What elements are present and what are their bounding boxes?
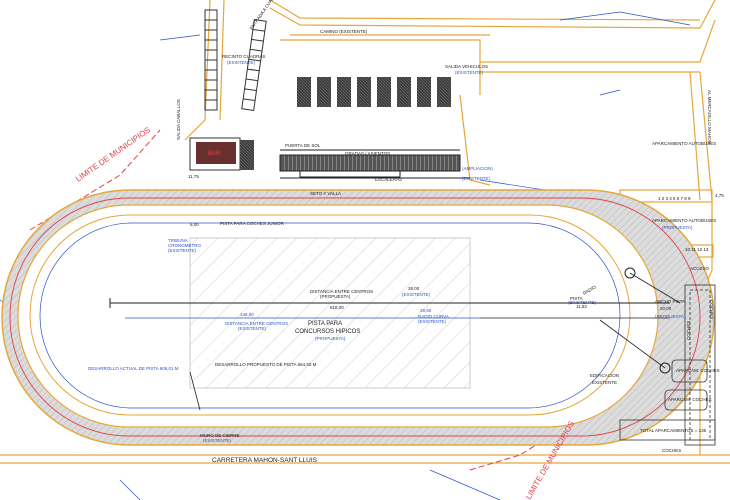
edificacion-label-1: EDIFICACION (590, 373, 619, 378)
ancho-pista-label: ANCHO PISTA (655, 299, 685, 304)
numbers-row: 1 2 3 4 5 6 7 8 9 (658, 196, 691, 201)
radio-curva-label: RADIO CURVA (418, 314, 449, 319)
radio-number: 11,82 (576, 304, 587, 309)
desarrollo-propuesto-label: DESARROLLO PROPUESTO DE PISTA 664,50 M (215, 362, 317, 367)
sewer-label: 4,75 (715, 193, 724, 198)
numbers-row-2: 10 11 12 13 (685, 247, 709, 252)
recinto-cuadras-sub: (EXISTENTE) (227, 60, 256, 65)
tribuna-sub2-label: (EXISTENTE) (168, 248, 197, 253)
distancia-propuesta-sub: (PROPUESTA) (320, 294, 351, 299)
radio-label: RADIO (582, 284, 597, 296)
tribuna-sub-label: CRONOMETRO (168, 243, 201, 248)
distancia-propuesta-label: DISTANCIA ENTRE CENTROS (310, 289, 373, 294)
distancia-existente-value: 148,00 (240, 312, 254, 317)
escaleras-label: ESCALERAS (375, 177, 402, 182)
muro-cierre-label: MURO DE CIERRE (200, 433, 240, 438)
small-value-1: 11,75 (188, 174, 199, 179)
pista-coches-label: PISTA PARA COCHES JUNIOR (220, 221, 285, 226)
v-label-right: AL MERCADILLO MAHON (707, 90, 712, 144)
distancia-existente-sub: (EXISTENTE) (238, 326, 267, 331)
radio-existente: (EXISTENTE) (402, 292, 431, 297)
grandstand (279, 149, 470, 179)
aparcamiento-autobuses-2: APARCAMIENTO AUTOBUSES (652, 218, 716, 223)
muro-cierre-sub: (EXISTENTE) (203, 438, 232, 443)
aparcamiento-autobuses-1: APARCAMIENTO AUTOBUSES (652, 141, 716, 146)
radio-curva-existente: (EXISTENTE) (418, 319, 447, 324)
propuesta-right-label: (PROPUESTA) (655, 314, 686, 319)
entrada-cuadras-label: ENTRADA A CUADRAS (249, 0, 281, 31)
acceso-label: ACCESO (690, 266, 710, 271)
ampliacion-label: (AMPLIACION) (462, 166, 493, 171)
radio-prop-value: 29,60 (420, 308, 432, 313)
gradas-label: GRADAS / ASIENTOS (345, 151, 390, 156)
coches-bottom-label: COCHES (662, 448, 681, 453)
road-network (0, 0, 730, 464)
salida-caballos-label: SALIDA CABALLOS (176, 99, 181, 140)
coches-label-1: COCHES (709, 300, 714, 319)
stable-buildings (297, 77, 451, 107)
racetrack (1, 189, 715, 446)
tribuna-label: TRIBUNA (168, 238, 188, 243)
salida-vehiculos-label: SALIDA VEHICULOS (445, 64, 488, 69)
pista-label: PISTA (570, 296, 583, 301)
existente-small-label: (EXISTENTE) (462, 176, 491, 181)
bar-building (189, 137, 254, 171)
carretera-label: CARRETERA MAHON-SANT LLUIS (212, 457, 318, 464)
pista-label-sub: (EXISTENTE) (568, 300, 597, 305)
pista-concursos-2: CONCURSOS HIPICOS (295, 329, 360, 335)
small-value-2: 6,00 (190, 222, 199, 227)
camino-label: CAMINO (EXISTENTE) (320, 29, 368, 34)
ancho-pista-value: 20,00 (660, 306, 672, 311)
coches-label-2: COCHES (686, 321, 691, 340)
edificacion-label-2: EXISTENTE (592, 380, 617, 385)
total-aparcamientos-label: TOTAL APARCAMIENTOS = 136 (640, 428, 707, 433)
aparcam-coches-label-2: APARCAM. COCHES (668, 397, 712, 402)
limite-municipios-label: LIMITE DE MUNICIPIOS (74, 125, 152, 183)
pista-concursos-3: (PROPUESTA) (315, 336, 346, 341)
desarrollo-actual-label: DESARROLLO ACTUAL DE PISTA 605,01 M (88, 366, 179, 371)
recinto-cuadras-label: RECINTO CUADRAS (222, 54, 265, 59)
seto-valla-label: SETO Y VALLA (310, 191, 341, 196)
bar-label: BAR (208, 151, 221, 157)
distancia-propuesta-value: 818,00 (330, 305, 344, 310)
parking-strips (204, 9, 267, 111)
propuesta-bus-label: (PROPUESTA) (662, 225, 693, 230)
car-parking (619, 284, 716, 446)
pista-concursos-1: PISTA PARA (308, 321, 342, 327)
salida-vehiculos-sub: (EXISTENTE) (455, 70, 484, 75)
distancia-existente-label: DISTANCIA ENTRE CENTROS (225, 321, 288, 326)
municipal-limit-line (29, 129, 161, 231)
radio-value: 38,00 (408, 286, 420, 291)
puerta-sol-label: PUERTA DE SOL (285, 143, 321, 148)
aparcam-coches-label: APARCAM. COCHES (676, 368, 720, 373)
